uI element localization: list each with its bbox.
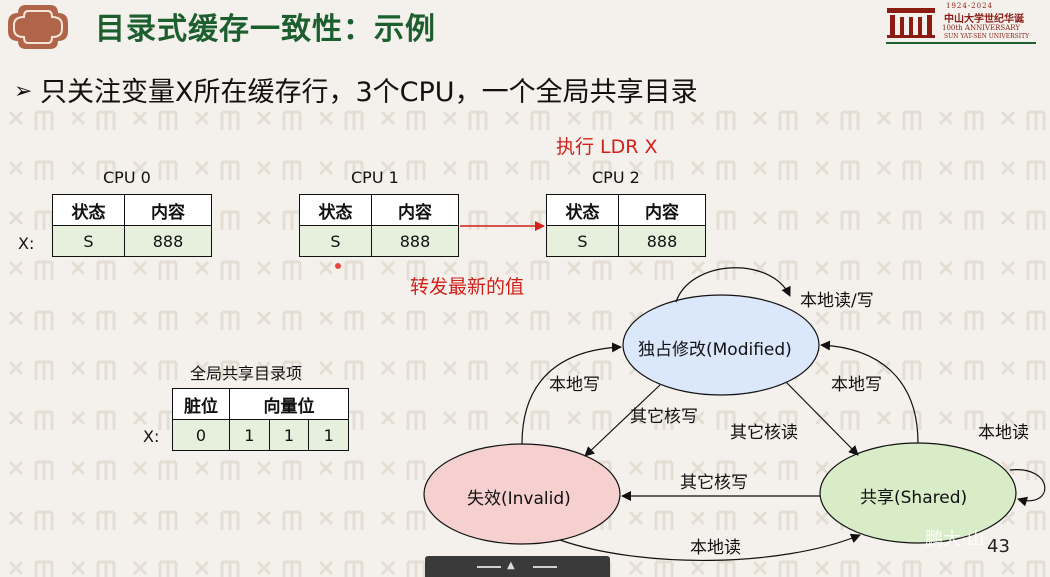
content-header: 内容	[124, 194, 212, 226]
directory-table: 脏位 向量位 0 1 1 1	[172, 388, 349, 451]
state-header: 状态	[299, 194, 372, 226]
vector-bit-1: 1	[268, 419, 310, 451]
control-tick-icon	[533, 566, 557, 568]
university-logo: 1924-2024 中山大学世纪华诞 100th ANNIVERSARY SUN…	[886, 2, 1036, 42]
edge-modified-self	[675, 267, 791, 303]
cpu0-label: CPU 0	[103, 168, 151, 187]
row-label-x: X:	[18, 234, 35, 253]
directory-title: 全局共享目录项	[190, 364, 303, 383]
edge-modified-to-invalid	[584, 384, 661, 457]
edge-shared-to-modified	[820, 340, 919, 444]
edge-invalid-to-modified	[521, 342, 622, 445]
state-modified	[622, 294, 820, 396]
edge-label-invalid-to-modified: 本地写	[549, 375, 600, 395]
cpu2-label: CPU 2	[592, 168, 640, 187]
presentation-control-bar[interactable]: ▲	[425, 556, 610, 577]
edge-label-shared-to-modified: 本地写	[831, 375, 882, 395]
edge-shared-self	[1009, 469, 1046, 507]
state-header: 状态	[546, 194, 619, 226]
edge-label-invalid-to-shared: 本地读	[690, 538, 741, 558]
header-rule	[886, 42, 1036, 44]
edge-invalid-to-shared	[559, 533, 861, 561]
cursor-dot	[335, 263, 341, 269]
cpu1-content: 888	[371, 225, 459, 257]
forward-value-label: 转发最新的值	[410, 276, 525, 298]
cpu1-label: CPU 1	[351, 168, 399, 187]
cpu1-state: S	[299, 225, 372, 257]
logo-anniversary: 100th ANNIVERSARY	[942, 24, 1020, 32]
control-tick-icon	[477, 566, 501, 568]
edge-label-shared-self: 本地读	[978, 423, 1029, 443]
state-modified-label: 独占修改(Modified)	[638, 340, 792, 360]
state-shared-label: 共享(Shared)	[860, 488, 968, 508]
logo-university: SUN YAT-SEN UNIVERSITY	[944, 33, 1030, 40]
cpu0-content: 888	[124, 225, 212, 257]
vector-header: 向量位	[229, 388, 349, 420]
dirty-bit: 0	[172, 419, 230, 451]
logo-years: 1924-2024	[946, 2, 993, 10]
edge-label-modified-to-shared: 其它核读	[730, 423, 798, 443]
slide-title: 目录式缓存一致性：示例	[95, 12, 436, 47]
clover-logo-icon	[8, 5, 68, 49]
bullet-arrow-icon: ➢	[14, 79, 33, 104]
content-header: 内容	[371, 194, 459, 226]
cpu2-content: 888	[618, 225, 706, 257]
vector-bit-2: 1	[308, 419, 349, 451]
edge-label-modified-to-invalid: 其它核写	[630, 407, 698, 427]
edge-label-modified-self: 本地读/写	[800, 291, 874, 311]
logo-name: 中山大学世纪华诞	[944, 14, 1024, 25]
cpu0-state: S	[52, 225, 125, 257]
directory-row-label: X:	[143, 427, 160, 446]
bullet-text: 只关注变量X所在缓存行，3个CPU，一个全局共享目录	[40, 77, 698, 108]
vector-bit-0: 1	[229, 419, 270, 451]
edge-label-shared-to-invalid: 其它核写	[680, 473, 748, 493]
edge-modified-to-shared	[785, 381, 859, 456]
bullet-point: ➢ 只关注变量X所在缓存行，3个CPU，一个全局共享目录	[14, 70, 698, 109]
state-invalid-label: 失效(Invalid)	[467, 489, 571, 509]
page-number: 43	[987, 536, 1010, 557]
chevron-up-icon[interactable]: ▲	[507, 560, 515, 571]
watermark: 鹏大·山	[925, 529, 985, 550]
exec-instruction: 执行 LDR X	[556, 136, 658, 158]
gate-logo-icon	[887, 8, 935, 38]
cpu2-state: S	[546, 225, 619, 257]
state-header: 状态	[52, 194, 125, 226]
